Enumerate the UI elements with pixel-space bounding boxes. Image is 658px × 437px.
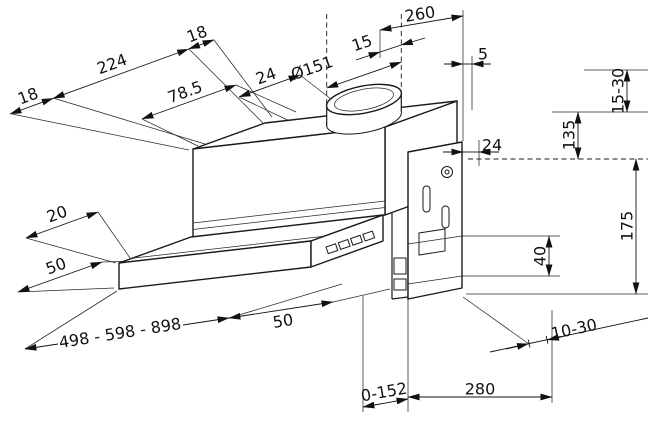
- switch-panel: [325, 230, 376, 255]
- dim-label-78-5: 78.5: [165, 77, 205, 107]
- dim-label-20: 20: [44, 202, 70, 227]
- dim-label-24-right: 24: [482, 136, 502, 155]
- cable-opening: [418, 228, 446, 256]
- dim-label-135: 135: [560, 120, 579, 151]
- mounting-slot-2: [441, 205, 450, 229]
- dim-label-0-152: 0-152: [359, 379, 408, 406]
- telescopic-visor: [118, 214, 384, 290]
- dim-label-24-top: 24: [253, 64, 279, 89]
- dim-label-10-30: 10-30: [549, 315, 598, 343]
- dimension-lines: [9, 14, 649, 409]
- dim-label-50-left: 50: [43, 254, 69, 279]
- duct-opening: [334, 87, 394, 112]
- dim-label-18-left: 18: [15, 84, 41, 109]
- dim-label-15-30: 15-30: [609, 68, 628, 115]
- dim-label-260: 260: [403, 2, 436, 26]
- wall-bracket: [391, 141, 463, 300]
- casing-front-face: [192, 126, 386, 238]
- duct-collar: [325, 14, 403, 135]
- dim-label-40: 40: [531, 246, 550, 266]
- bracket-plate: [407, 141, 463, 300]
- dim-label-width-range: 498 - 598 - 898: [58, 314, 183, 352]
- dim-label-duct-diameter: Ø151: [289, 52, 336, 84]
- dim-label-50-bottom: 50: [271, 310, 294, 332]
- dim-label-224: 224: [94, 50, 129, 78]
- dim-label-175: 175: [618, 211, 637, 242]
- dim-label-5: 5: [478, 45, 488, 64]
- mounting-slot: [422, 185, 431, 213]
- dim-label-280: 280: [465, 380, 496, 399]
- dim-label-15: 15: [349, 31, 374, 56]
